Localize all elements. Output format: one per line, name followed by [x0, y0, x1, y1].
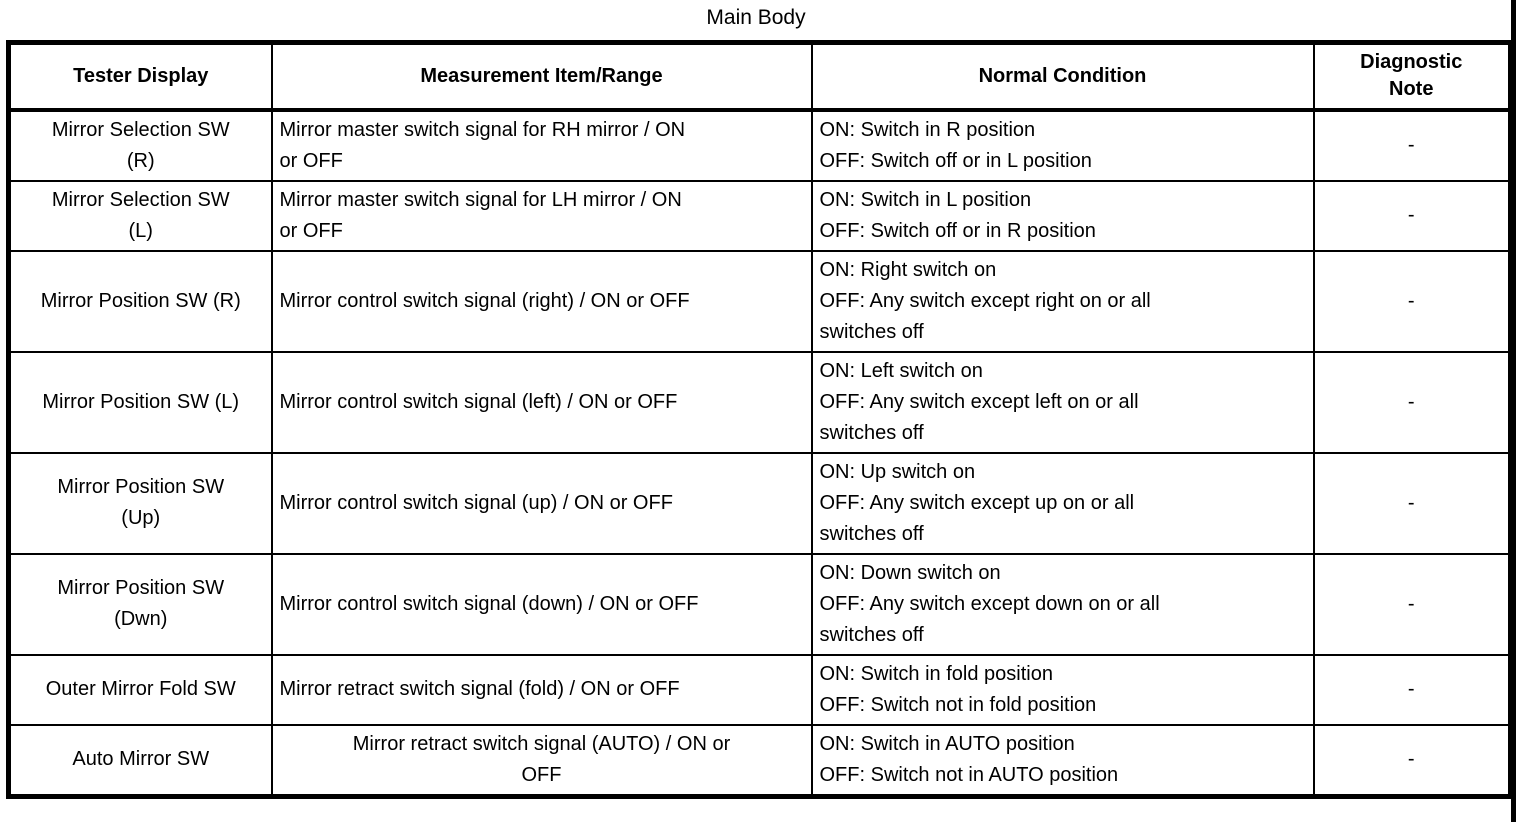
cell-line: (Up)	[121, 507, 161, 529]
measurement-cell: Mirror master switch signal for RH mirro…	[270, 108, 813, 182]
table-row: Mirror Position SW (R) Mirror control sw…	[7, 249, 1512, 353]
cell-line: OFF: Any switch except right on or all	[819, 289, 1151, 312]
cell-line: Mirror Position SW (R)	[40, 289, 241, 312]
cell-line: Mirror control switch signal (up) / ON o…	[279, 491, 673, 514]
table-row: Auto Mirror SW Mirror retract switch sig…	[7, 723, 1512, 797]
diagnostic-note-cell: -	[1312, 350, 1512, 454]
cell-line: Mirror Selection SW	[51, 118, 230, 141]
table-row: Mirror Selection SW (L) Mirror master swi…	[7, 179, 1512, 252]
cell-line: OFF: Switch off or in R position	[819, 219, 1096, 242]
normal-condition-cell: ON: Right switch on OFF: Any switch excep…	[810, 249, 1315, 353]
cell-line: Mirror Position SW	[57, 476, 225, 498]
header-row: Tester Display Measurement Item/Range No…	[7, 41, 1512, 112]
measurement-cell: Mirror control switch signal (right) / O…	[270, 249, 813, 353]
cell-line: Mirror retract switch signal (AUTO) / ON…	[352, 732, 731, 755]
measurement-cell: Mirror master switch signal for LH mirro…	[270, 179, 813, 252]
col-header-normal-condition: Normal Condition	[810, 41, 1315, 112]
cell-line: Mirror Position SW (L)	[42, 390, 240, 413]
cell-line: OFF: Any switch except up on or all	[819, 491, 1135, 514]
col-header-normal-condition-label: Normal Condition	[978, 64, 1147, 87]
cell-line: switches off	[819, 421, 924, 444]
cell-line: ON: Switch in L position	[819, 188, 1032, 211]
cell-line: (R)	[126, 149, 155, 172]
cell-line: OFF: Switch not in fold position	[819, 693, 1097, 716]
tester-display-cell: Mirror Selection SW (R)	[7, 108, 273, 182]
cell-line: (L)	[128, 219, 153, 242]
measurement-cell: Mirror retract switch signal (fold) / ON…	[270, 653, 813, 726]
diagnostic-note-cell: -	[1312, 552, 1512, 656]
cell-line: switches off	[819, 320, 924, 343]
cell-line: Mirror Position SW	[57, 577, 225, 599]
diagnostic-note-cell: -	[1312, 179, 1512, 252]
col-header-measurement-label: Measurement Item/Range	[420, 64, 663, 87]
cell-line: or OFF	[279, 149, 343, 172]
cell-line: ON: Left switch on	[819, 359, 983, 382]
tester-display-cell: Mirror Position SW (Dwn)	[7, 552, 273, 656]
cell-line: OFF: Switch not in AUTO position	[819, 763, 1119, 786]
cell-line: Outer Mirror Fold SW	[45, 678, 236, 700]
cell-line: ON: Switch in fold position	[819, 662, 1053, 685]
measurement-cell: Mirror control switch signal (down) / ON…	[270, 552, 813, 656]
diagnostic-note-cell: -	[1312, 723, 1512, 797]
tester-display-cell: Mirror Position SW (Up)	[7, 451, 273, 555]
cell-line: Auto Mirror SW	[72, 748, 210, 770]
data-monitor-table: Tester Display Measurement Item/Range No…	[6, 40, 1513, 799]
col-header-tester-display-label: Tester Display	[73, 64, 209, 87]
cell-line: OFF: Switch off or in L position	[819, 149, 1092, 172]
cell-line: switches off	[819, 623, 924, 646]
col-header-diagnostic-note: Diagnostic Note	[1312, 41, 1512, 112]
cell-line: Mirror master switch signal for RH mirro…	[279, 118, 686, 141]
table-body: Mirror Selection SW (R) Mirror master swi…	[7, 108, 1512, 797]
measurement-cell: Mirror retract switch signal (AUTO) / ON…	[270, 723, 813, 797]
cell-line: ON: Down switch on	[819, 561, 1001, 584]
page-title: Main Body	[706, 6, 806, 29]
table-row: Mirror Position SW (L) Mirror control sw…	[7, 350, 1512, 454]
cell-line: or OFF	[279, 219, 343, 242]
tester-display-cell: Mirror Selection SW (L)	[7, 179, 273, 252]
cell-line: OFF: Any switch except left on or all	[819, 390, 1139, 413]
col-header-tester-display: Tester Display	[7, 41, 273, 112]
page-right-border	[1511, 0, 1516, 822]
tester-display-cell: Auto Mirror SW	[7, 723, 273, 797]
cell-line: Mirror control switch signal (right) / O…	[279, 289, 690, 312]
table-row: Mirror Selection SW (R) Mirror master swi…	[7, 108, 1512, 182]
cell-line: ON: Right switch on	[819, 258, 997, 281]
table-row: Outer Mirror Fold SW Mirror retract swit…	[7, 653, 1512, 726]
diagnostic-note-cell: -	[1312, 249, 1512, 353]
normal-condition-cell: ON: Up switch on OFF: Any switch except u…	[810, 451, 1315, 555]
col-header-diagnostic-note-label: Diagnostic Note	[1360, 51, 1463, 101]
tester-display-cell: Mirror Position SW (L)	[7, 350, 273, 454]
cell-line: ON: Switch in R position	[819, 118, 1036, 141]
cell-line: Mirror control switch signal (left) / ON…	[279, 390, 678, 413]
cell-line: OFF: Any switch except down on or all	[819, 592, 1160, 615]
cell-line: ON: Up switch on	[819, 460, 976, 483]
cell-line: Mirror Selection SW	[51, 188, 230, 211]
cell-line: Mirror master switch signal for LH mirro…	[279, 188, 682, 211]
normal-condition-cell: ON: Down switch on OFF: Any switch except…	[810, 552, 1315, 656]
cell-line: Mirror control switch signal (down) / ON…	[279, 592, 699, 615]
col-header-measurement: Measurement Item/Range	[270, 41, 813, 112]
normal-condition-cell: ON: Left switch on OFF: Any switch except…	[810, 350, 1315, 454]
tester-display-cell: Mirror Position SW (R)	[7, 249, 273, 353]
tester-display-cell: Outer Mirror Fold SW	[7, 653, 273, 726]
measurement-cell: Mirror control switch signal (up) / ON o…	[270, 451, 813, 555]
diagnostic-note-cell: -	[1312, 108, 1512, 182]
table-row: Mirror Position SW (Up) Mirror control sw…	[7, 451, 1512, 555]
table-row: Mirror Position SW (Dwn) Mirror control s…	[7, 552, 1512, 656]
cell-line: switches off	[819, 522, 924, 545]
measurement-cell: Mirror control switch signal (left) / ON…	[270, 350, 813, 454]
cell-line: (Dwn)	[114, 608, 168, 630]
diagnostic-note-cell: -	[1312, 653, 1512, 726]
cell-line: ON: Switch in AUTO position	[819, 732, 1075, 755]
cell-line: OFF	[521, 763, 562, 786]
cell-line: Mirror retract switch signal (fold) / ON…	[279, 678, 680, 700]
diagnostic-note-cell: -	[1312, 451, 1512, 555]
